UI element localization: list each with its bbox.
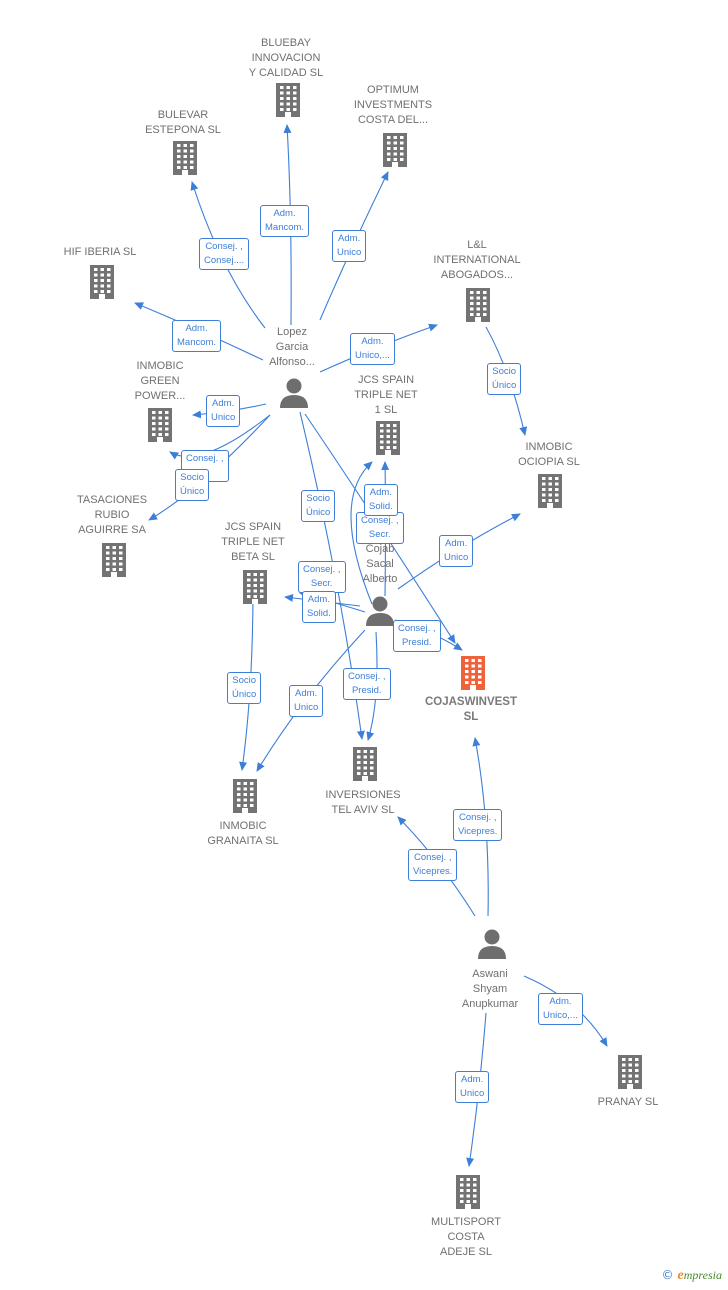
company-name[interactable]: INMOBIC GRANAITA SL <box>207 820 279 847</box>
relation-label[interactable]: Adm. Unico <box>332 230 367 262</box>
company-name[interactable]: PRANAY SL <box>597 1096 659 1108</box>
relation-label[interactable]: Consej. , Presid. <box>343 668 391 700</box>
building-icon[interactable] <box>231 779 259 818</box>
company-name[interactable]: INVERSIONES TEL AVIV SL <box>325 789 401 816</box>
relation-label[interactable]: Socio Único <box>301 490 336 522</box>
relation-label[interactable]: Socio Único <box>175 469 210 501</box>
person-name[interactable]: Aswani Shyam Anupkumar <box>461 968 519 1010</box>
building-icon[interactable] <box>381 133 409 172</box>
person-name[interactable]: Cojab Sacal Alberto <box>362 543 398 585</box>
company-name[interactable]: L&L INTERNATIONAL ABOGADOS... <box>433 239 521 281</box>
company-name[interactable]: JCS SPAIN TRIPLE NET 1 SL <box>354 374 418 416</box>
relation-label[interactable]: Adm. Solid. <box>302 591 336 623</box>
relation-label[interactable]: Adm. Unico <box>439 535 474 567</box>
relation-label[interactable]: Consej. , Consej.... <box>199 238 250 270</box>
building-icon[interactable] <box>616 1055 644 1094</box>
company-name[interactable]: JCS SPAIN TRIPLE NET BETA SL <box>221 521 285 563</box>
building-icon[interactable] <box>100 543 128 582</box>
building-icon[interactable] <box>536 474 564 513</box>
building-icon[interactable] <box>274 83 302 122</box>
company-name[interactable]: BLUEBAY INNOVACION Y CALIDAD SL <box>248 37 324 79</box>
company-name[interactable]: TASACIONES RUBIO AGUIRRE SA <box>76 494 148 536</box>
company-name[interactable]: MULTISPORT COSTA ADEJE SL <box>431 1216 501 1258</box>
relation-label[interactable]: Consej. , Vicepres. <box>408 849 458 881</box>
relation-label[interactable]: Socio Único <box>227 672 262 704</box>
relation-label[interactable]: Adm. Mancom. <box>260 205 310 237</box>
building-icon[interactable] <box>171 141 199 180</box>
building-icon[interactable] <box>464 288 492 327</box>
brand-logo: ©empresia <box>661 1268 722 1283</box>
relation-label[interactable]: Socio Único <box>487 363 522 395</box>
relation-label[interactable]: Consej. , Secr. <box>356 512 404 544</box>
relation-label[interactable]: Adm. Solid. <box>364 484 398 516</box>
person-name[interactable]: Lopez Garcia Alfonso... <box>269 326 315 368</box>
relation-label[interactable]: Consej. , Vicepres. <box>453 809 503 841</box>
company-name[interactable]: OPTIMUM INVESTMENTS COSTA DEL... <box>353 84 433 126</box>
person-icon[interactable] <box>364 596 396 631</box>
building-icon[interactable] <box>459 656 487 695</box>
person-icon[interactable] <box>476 929 508 964</box>
company-name[interactable]: HIF IBERIA SL <box>63 246 137 258</box>
building-icon[interactable] <box>241 570 269 609</box>
building-icon[interactable] <box>374 421 402 460</box>
building-icon[interactable] <box>454 1175 482 1214</box>
relation-label[interactable]: Adm. Unico <box>289 685 324 717</box>
person-icon[interactable] <box>278 378 310 413</box>
relation-label[interactable]: Adm. Unico,... <box>538 993 583 1025</box>
relation-label[interactable]: Adm. Unico,... <box>350 333 395 365</box>
relation-label[interactable]: Adm. Unico <box>455 1071 490 1103</box>
relation-label[interactable]: Consej. , Secr. <box>298 561 346 593</box>
building-icon[interactable] <box>351 747 379 786</box>
relation-label[interactable]: Adm. Mancom. <box>172 320 222 352</box>
building-icon[interactable] <box>146 408 174 447</box>
relation-label[interactable]: Consej. , Presid. <box>393 620 441 652</box>
company-name[interactable]: BULEVAR ESTEPONA SL <box>145 109 221 136</box>
company-name[interactable]: INMOBIC GREEN POWER... <box>134 360 186 402</box>
company-name[interactable]: INMOBIC OCIOPIA SL <box>518 441 580 468</box>
building-icon[interactable] <box>88 265 116 304</box>
relation-label[interactable]: Adm. Unico <box>206 395 241 427</box>
company-name[interactable]: COJASWINVEST SL <box>424 696 517 723</box>
relation-edge <box>350 461 373 605</box>
